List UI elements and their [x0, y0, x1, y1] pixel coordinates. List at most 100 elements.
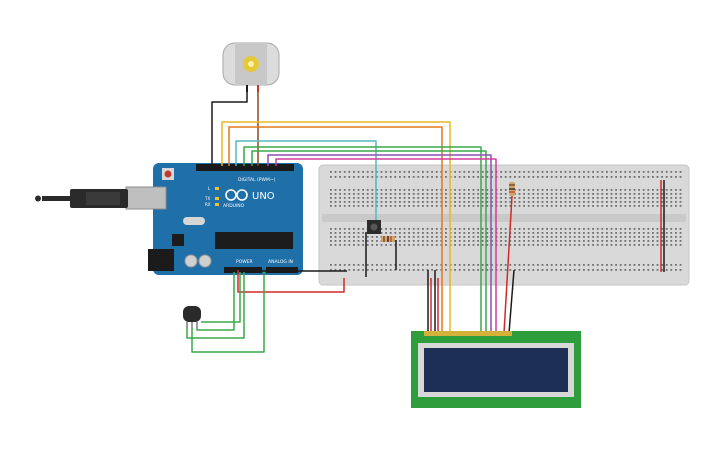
- breadboard-hole: [642, 176, 645, 178]
- arduino-uno-board[interactable]: L TX RX ARDUINO UNO DIGITAL (PWM~) POWER…: [125, 163, 303, 275]
- breadboard-hole: [587, 240, 590, 242]
- breadboard-hole: [366, 264, 369, 266]
- breadboard-hole: [541, 193, 544, 195]
- dc-motor-icon[interactable]: [222, 42, 280, 92]
- breadboard-hole: [615, 197, 617, 199]
- breadboard-hole: [412, 232, 415, 234]
- breadboard-hole: [527, 205, 530, 207]
- breadboard-hole: [339, 205, 341, 207]
- breadboard-hole: [606, 269, 608, 271]
- wire-green-2[interactable]: [251, 150, 487, 333]
- wire-red-backlight[interactable]: [503, 195, 513, 334]
- breadboard-hole: [445, 269, 447, 271]
- breadboard-hole: [518, 232, 521, 234]
- breadboard-hole: [652, 236, 654, 238]
- breadboard-hole: [550, 240, 553, 242]
- wire-gnd-black[interactable]: [257, 270, 347, 272]
- breadboard-hole: [624, 244, 627, 246]
- breadboard-hole: [670, 201, 673, 203]
- breadboard-hole: [426, 244, 429, 246]
- wire-yellow[interactable]: [221, 121, 451, 333]
- breadboard-hole: [481, 171, 484, 173]
- breadboard-hole: [679, 236, 682, 238]
- breadboard-hole: [491, 189, 493, 191]
- breadboard-hole: [569, 171, 571, 173]
- wire-magenta[interactable]: [275, 158, 497, 333]
- temperature-sensor-icon[interactable]: [183, 306, 201, 328]
- breadboard-hole: [339, 236, 341, 238]
- breadboard-hole: [583, 232, 585, 234]
- breadboard-hole: [592, 201, 594, 203]
- breadboard-hole: [472, 197, 475, 199]
- wire-sensor-green-3[interactable]: [191, 272, 265, 353]
- breadboard-hole: [399, 176, 401, 178]
- breadboard-hole: [679, 232, 682, 234]
- breadboard-hole: [606, 232, 608, 234]
- breadboard-hole: [353, 264, 355, 266]
- breadboard-hole: [573, 269, 576, 271]
- resistor-icon: [381, 236, 395, 242]
- breadboard-hole: [343, 176, 346, 178]
- wire-teal[interactable]: [235, 140, 377, 220]
- breadboard-hole: [527, 232, 530, 234]
- breadboard-hole: [417, 176, 420, 178]
- breadboard-hole: [555, 232, 558, 234]
- breadboard-hole: [472, 269, 475, 271]
- breadboard-hole: [592, 176, 594, 178]
- breadboard-hole: [642, 240, 645, 242]
- lcd-pin-header: [424, 331, 512, 336]
- breadboard-hole: [422, 264, 424, 266]
- breadboard-hole: [647, 205, 650, 207]
- breadboard-hole: [601, 244, 604, 246]
- breadboard-hole: [642, 236, 645, 238]
- breadboard-hole: [523, 189, 525, 191]
- breadboard-hole: [366, 176, 369, 178]
- breadboard-hole: [518, 197, 521, 199]
- breadboard-hole: [647, 240, 650, 242]
- breadboard-hole: [481, 176, 484, 178]
- breadboard-hole: [514, 244, 516, 246]
- wire-black-backlight[interactable]: [508, 269, 515, 334]
- breadboard-hole: [638, 171, 640, 173]
- breadboard-hole: [385, 269, 387, 271]
- breadboard-hole: [454, 228, 456, 230]
- lcd-display[interactable]: [411, 331, 581, 408]
- breadboard-hole: [615, 232, 617, 234]
- breadboard-hole: [546, 240, 548, 242]
- wire-orange[interactable]: [228, 126, 443, 333]
- breadboard-hole: [435, 232, 438, 234]
- breadboard-hole: [417, 228, 420, 230]
- wire-sensor-green-1[interactable]: [201, 272, 241, 323]
- wire-sensor-green-4[interactable]: [196, 272, 235, 331]
- breadboard-hole: [509, 197, 512, 199]
- wire-motor-black[interactable]: [211, 92, 248, 166]
- breadboard-hole: [569, 269, 571, 271]
- breadboard-hole: [619, 240, 622, 242]
- wire-green-1[interactable]: [243, 146, 482, 333]
- breadboard-hole: [537, 240, 539, 242]
- breadboard-hole: [652, 244, 654, 246]
- breadboard-hole: [463, 171, 466, 173]
- breadboard-hole: [675, 205, 677, 207]
- breadboard-hole: [523, 197, 525, 199]
- breadboard-hole: [624, 240, 627, 242]
- breadboard-hole: [445, 176, 447, 178]
- breadboard-hole: [615, 240, 617, 242]
- breadboard-hole: [468, 269, 470, 271]
- breadboard-hole: [412, 244, 415, 246]
- breadboard-hole: [348, 264, 351, 266]
- breadboard[interactable]: [318, 164, 690, 286]
- wire-purple[interactable]: [267, 154, 492, 333]
- breadboard-hole: [385, 201, 387, 203]
- breadboard-hole: [583, 201, 585, 203]
- breadboard-hole: [458, 171, 461, 173]
- breadboard-hole: [592, 228, 594, 230]
- wire-5v-red[interactable]: [237, 270, 345, 293]
- breadboard-hole: [431, 269, 433, 271]
- breadboard-hole: [330, 205, 332, 207]
- breadboard-hole: [458, 264, 461, 266]
- breadboard-hole: [652, 197, 654, 199]
- wire-sensor-green-2[interactable]: [186, 272, 245, 339]
- breadboard-hole: [445, 236, 447, 238]
- pushbutton-icon[interactable]: [367, 220, 381, 234]
